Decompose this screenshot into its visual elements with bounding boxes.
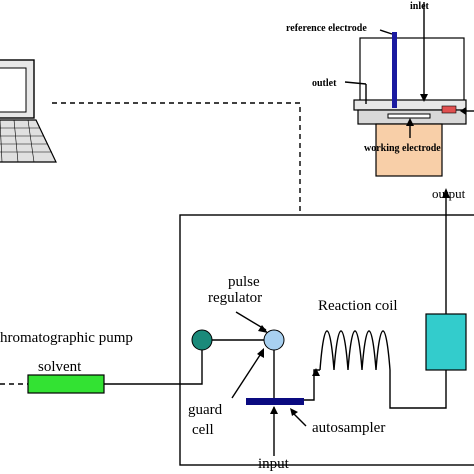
working-electrode-label: working electrode (364, 143, 441, 154)
coil-inlet-arrowhead (312, 368, 320, 376)
side-arrowhead (460, 107, 466, 115)
reference-electrode-label: reference electrode (286, 23, 367, 34)
working-electrode-disk (387, 113, 431, 119)
detector-box (425, 313, 467, 371)
guard-cell-pointer (231, 351, 263, 399)
reference-electrode-rod (392, 32, 397, 108)
solvent-label: solvent (38, 359, 82, 375)
keyboard-keys (0, 119, 52, 163)
autosampler-arrowhead (290, 408, 298, 416)
working-electrode-arrowhead (406, 118, 414, 126)
pulse-regulator-label-2: regulator (208, 290, 262, 306)
outlet-label: outlet (312, 78, 337, 89)
inlet-label: inlet (410, 1, 430, 12)
red-marker (441, 105, 457, 114)
computer-link-dashed (52, 102, 301, 215)
monitor-screen (0, 67, 27, 113)
output-arrowhead (442, 188, 450, 198)
solvent-to-regulator-line (104, 350, 203, 385)
instrument-enclosure (179, 214, 474, 466)
guard-cell (263, 329, 285, 351)
outlet-pointer (344, 81, 367, 85)
solvent-box (27, 374, 105, 394)
reaction-coil (319, 330, 391, 371)
coil-to-detector-line (389, 370, 447, 409)
keyboard-icon (0, 119, 57, 163)
input-label: input (258, 456, 290, 472)
reference-electrode-pointer (379, 29, 393, 35)
autosampler-bar (246, 398, 304, 405)
pulse-regulator-label-1: pulse (228, 274, 260, 290)
reaction-coil-label: Reaction coil (318, 298, 398, 314)
output-label: output (432, 186, 466, 201)
autosampler-label: autosampler (312, 420, 385, 436)
cell-enclosure (359, 37, 465, 109)
inlet-arrowhead (420, 94, 428, 102)
chromatographic-pump-label: hromatographic pump (0, 330, 133, 346)
pulse-regulator (191, 329, 213, 351)
computer-icon (0, 59, 57, 163)
input-arrowhead (270, 406, 278, 414)
guard-cell-label-2: cell (192, 422, 214, 438)
guard-cell-arrowhead (257, 348, 264, 358)
guard-cell-label-1: guard (188, 402, 223, 418)
electrochemical-cell (344, 2, 474, 177)
pulse-regulator-arrowhead (258, 325, 268, 333)
